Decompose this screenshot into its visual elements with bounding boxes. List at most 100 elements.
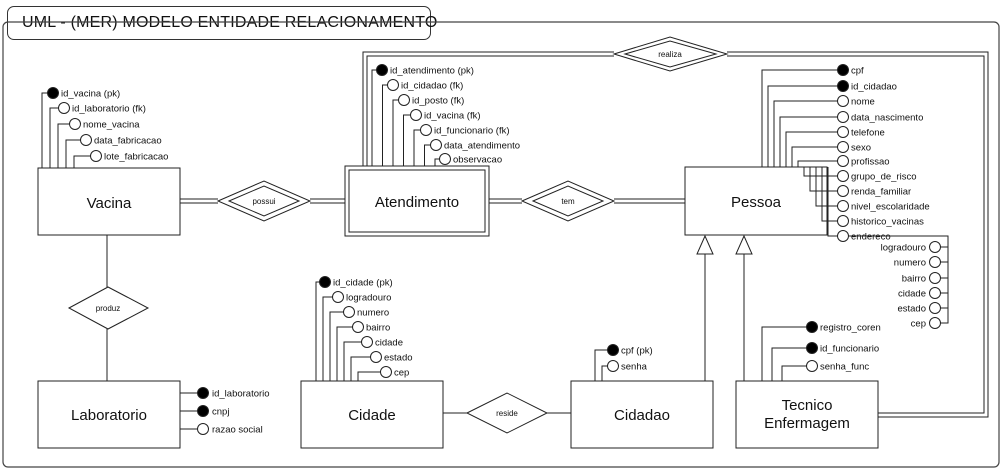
attribute-pessoa-3[interactable]: data_nascimento	[837, 111, 924, 124]
attribute-endereco-5[interactable]: cep	[911, 317, 948, 330]
entity-atendimento-label: Atendimento	[375, 194, 459, 211]
relationship-produz-label: produz	[96, 304, 120, 313]
attribute-atendimento-3[interactable]: id_vacina (fk)	[410, 109, 481, 122]
relationship-tem-label: tem	[561, 197, 575, 206]
attribute-endereco-2-label: bairro	[902, 274, 926, 285]
attribute-atendimento-3-label: id_vacina (fk)	[424, 111, 481, 122]
attribute-atendimento-6-label: observacao	[453, 155, 502, 166]
attribute-cidade-4[interactable]: cidade	[361, 336, 404, 349]
attribute-pessoa-6[interactable]: profissao	[837, 155, 890, 168]
attribute-pessoa-0-label: cpf	[851, 66, 864, 77]
attribute-laboratorio-1[interactable]: cnpj	[180, 405, 229, 418]
attribute-endereco-4[interactable]: estado	[897, 302, 948, 315]
attribute-vacina-0[interactable]: id_vacina (pk)	[47, 87, 121, 100]
attribute-atendimento-2[interactable]: id_posto (fk)	[398, 94, 465, 107]
attribute-pessoa-7[interactable]: grupo_de_risco	[837, 170, 917, 183]
attribute-pessoa-3-label: data_nascimento	[851, 113, 923, 124]
attribute-endereco-3-label: cidade	[898, 289, 926, 300]
attribute-cidade-6[interactable]: cep	[380, 366, 410, 379]
attribute-cidadao-0-label: cpf (pk)	[621, 346, 653, 357]
relationship-lines	[106, 51, 989, 418]
attribute-cidade-5-label: estado	[384, 353, 413, 364]
attribute-cidade-3[interactable]: bairro	[352, 321, 391, 334]
entity-tecnico-enfermagem[interactable]: Tecnico Enfermagem	[735, 380, 879, 449]
attribute-laboratorio-0[interactable]: id_laboratorio	[180, 387, 270, 400]
attribute-cidade-3-label: bairro	[366, 323, 390, 334]
attribute-tecnico-2-label: senha_func	[820, 362, 869, 373]
attribute-pessoa-10-label: historico_vacinas	[851, 217, 924, 228]
attribute-pessoa-7-label: grupo_de_risco	[851, 172, 917, 183]
attribute-pessoa-1[interactable]: id_cidadao	[837, 80, 897, 93]
attribute-cidadao-1[interactable]: senha	[607, 360, 648, 373]
attribute-atendimento-0[interactable]: id_atendimento (pk)	[376, 64, 474, 77]
entity-vacina-label: Vacina	[87, 195, 132, 212]
attribute-tecnico-0[interactable]: registro_coren	[806, 321, 881, 334]
attribute-tecnico-2[interactable]: senha_func	[806, 360, 870, 373]
attribute-pessoa-5-label: sexo	[851, 143, 871, 154]
attribute-atendimento-6[interactable]: observacao	[439, 153, 503, 166]
attribute-vacina-1[interactable]: id_laboratorio (fk)	[58, 102, 146, 115]
entity-cidade[interactable]: Cidade	[300, 380, 444, 449]
entity-atendimento[interactable]: Atendimento	[344, 165, 490, 237]
attribute-vacina-4-label: lote_fabricacao	[104, 152, 168, 163]
attribute-tecnico-0-label: registro_coren	[820, 323, 881, 334]
entity-pessoa[interactable]: Pessoa	[684, 166, 828, 236]
attribute-pessoa-2[interactable]: nome	[837, 95, 875, 108]
attribute-pessoa-1-label: id_cidadao	[851, 82, 897, 93]
relationship-realiza[interactable]: realiza	[612, 36, 729, 72]
relationship-produz[interactable]: produz	[67, 286, 150, 330]
attribute-vacina-0-label: id_vacina (pk)	[61, 89, 120, 100]
entity-pessoa-label: Pessoa	[731, 194, 782, 211]
attribute-laboratorio-2[interactable]: razao social	[180, 423, 263, 436]
attribute-laboratorio-1-label: cnpj	[212, 407, 229, 418]
attribute-tecnico-1-label: id_funcionario	[820, 344, 879, 355]
entity-cidadao[interactable]: Cidadao	[570, 380, 714, 449]
attribute-pessoa-4[interactable]: telefone	[837, 126, 885, 139]
relationship-reside-label: reside	[496, 409, 518, 418]
attribute-cidade-6-label: cep	[394, 368, 409, 379]
attribute-vacina-1-label: id_laboratorio (fk)	[72, 104, 146, 115]
attribute-vacina-2-label: nome_vacina	[83, 120, 140, 131]
relationship-realiza-label: realiza	[658, 50, 682, 59]
attribute-pessoa-8[interactable]: renda_familiar	[837, 185, 912, 198]
attribute-cidade-2[interactable]: numero	[343, 306, 390, 319]
attribute-atendimento-1-label: id_cidadao (fk)	[401, 81, 463, 92]
relationship-reside[interactable]: reside	[465, 392, 549, 434]
attribute-cidade-1[interactable]: logradouro	[332, 291, 392, 304]
relationship-tem[interactable]: tem	[520, 180, 616, 222]
attribute-cidade-5[interactable]: estado	[370, 351, 413, 364]
attribute-endereco-2[interactable]: bairro	[902, 272, 948, 285]
attribute-endereco-3[interactable]: cidade	[898, 287, 948, 300]
attribute-pessoa-9-label: nivel_escolaridade	[851, 202, 930, 213]
attribute-pessoa-5[interactable]: sexo	[837, 141, 872, 154]
attribute-endereco-0[interactable]: logradouro	[881, 241, 948, 254]
attribute-endereco-1[interactable]: numero	[894, 256, 948, 269]
attribute-atendimento-4-label: id_funcionario (fk)	[434, 126, 510, 137]
attribute-cidadao-0[interactable]: cpf (pk)	[607, 344, 653, 357]
attribute-pessoa-0[interactable]: cpf	[837, 64, 865, 77]
attribute-cidade-0[interactable]: id_cidade (pk)	[319, 276, 393, 289]
attribute-endereco-4-label: estado	[897, 304, 926, 315]
attribute-pessoa-11[interactable]: endereco	[837, 230, 891, 243]
attribute-atendimento-1[interactable]: id_cidadao (fk)	[387, 79, 464, 92]
attribute-pessoa-11-label: endereco	[851, 232, 891, 243]
attribute-tecnico-1[interactable]: id_funcionario	[806, 342, 880, 355]
inheritance-arrow-tecnico	[735, 234, 753, 255]
diagram-frame	[2, 21, 1000, 468]
attribute-vacina-4[interactable]: lote_fabricacao	[90, 150, 169, 163]
entity-laboratorio[interactable]: Laboratorio	[37, 380, 181, 449]
attribute-atendimento-2-label: id_posto (fk)	[412, 96, 464, 107]
attribute-vacina-2[interactable]: nome_vacina	[69, 118, 141, 131]
attributes: id_vacina (pk) id_laboratorio (fk) nome_va…	[41, 64, 949, 436]
attribute-atendimento-5[interactable]: data_atendimento	[430, 139, 521, 152]
attribute-cidade-4-label: cidade	[375, 338, 403, 349]
relationship-possui[interactable]: possui	[216, 180, 312, 222]
attribute-pessoa-10[interactable]: historico_vacinas	[837, 215, 925, 228]
attribute-cidade-2-label: numero	[357, 308, 389, 319]
attribute-atendimento-4[interactable]: id_funcionario (fk)	[420, 124, 510, 137]
inheritance-arrow-cidadao	[696, 234, 714, 255]
entity-vacina[interactable]: Vacina	[37, 167, 181, 236]
attribute-cidade-0-label: id_cidade (pk)	[333, 278, 393, 289]
attribute-vacina-3[interactable]: data_fabricacao	[80, 134, 162, 147]
attribute-pessoa-9[interactable]: nivel_escolaridade	[837, 200, 930, 213]
